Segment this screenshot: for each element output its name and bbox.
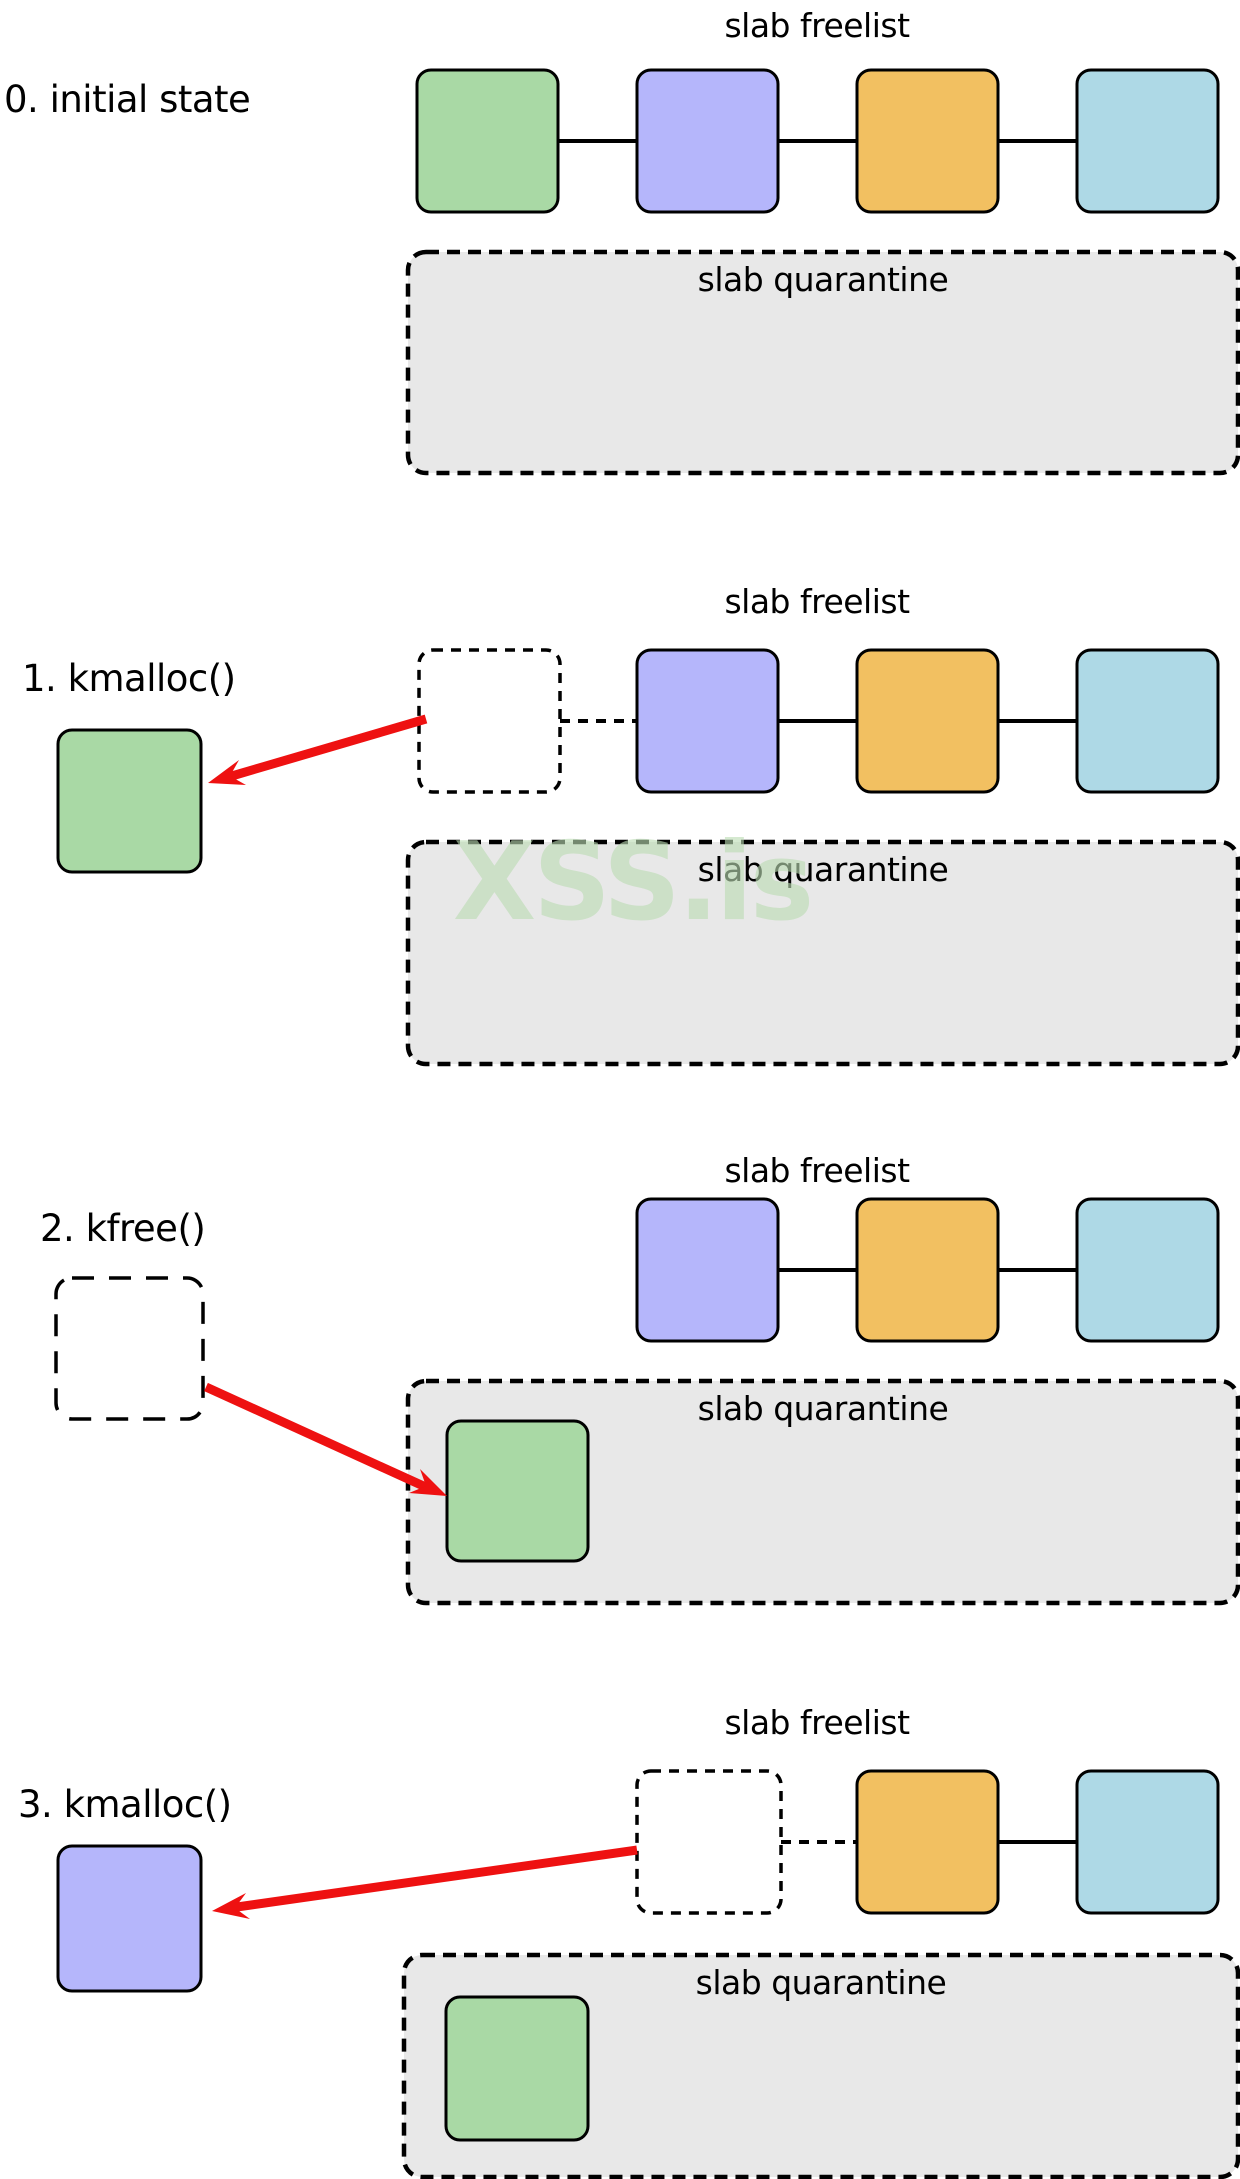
freelist-title: slab freelist	[724, 1151, 910, 1190]
red-arrow	[229, 1845, 638, 1913]
section-3-label: 3. kmalloc()	[18, 1783, 232, 1826]
freelist-box-orange	[855, 68, 1000, 214]
section-3-kmalloc: slab freelist 3. kmalloc() slab quaranti…	[18, 1703, 1240, 2179]
freelist-box-blue	[1075, 1769, 1220, 1915]
freelist-box-green	[415, 68, 560, 214]
section-0-label: 0. initial state	[4, 78, 250, 121]
red-arrow	[204, 1382, 432, 1494]
freelist-title: slab freelist	[724, 1703, 910, 1742]
freelist-box-purple	[635, 68, 780, 214]
quarantine-title: slab quarantine	[698, 1389, 949, 1428]
freelist-title: slab freelist	[724, 6, 910, 45]
freelist-box-orange	[855, 1769, 1000, 1915]
freelist-title: slab freelist	[724, 582, 910, 621]
section-2-kfree: slab freelist 2. kfree() slab quarantine	[40, 1151, 1240, 1606]
section-1-kmalloc: slab freelist 1. kmalloc() slab quaranti…	[22, 582, 1240, 1067]
quarantine-box	[401, 1952, 1240, 2179]
watermark: XSS.is	[453, 820, 811, 945]
freelist-box-purple	[635, 1197, 780, 1343]
quarantine-title: slab quarantine	[698, 260, 949, 299]
red-arrow	[223, 714, 428, 783]
red-arrow-head	[409, 1469, 447, 1496]
freelist-box-orange	[855, 648, 1000, 794]
quarantined-green-box	[444, 1995, 590, 2142]
quarantined-green-box	[445, 1419, 590, 1563]
quarantine-box	[405, 1378, 1240, 1606]
freelist-empty-slot	[417, 648, 562, 794]
freelist-box-blue	[1075, 68, 1220, 214]
freed-empty-box	[54, 1276, 205, 1421]
section-1-label: 1. kmalloc()	[22, 657, 236, 700]
freelist-box-orange	[855, 1197, 1000, 1343]
freelist-box-blue	[1075, 648, 1220, 794]
freelist-box-blue	[1075, 1197, 1220, 1343]
red-arrow-head	[212, 1893, 250, 1919]
quarantine-box	[405, 249, 1240, 476]
freelist-empty-slot	[635, 1769, 783, 1915]
allocated-purple-box	[56, 1844, 203, 1993]
quarantine-box	[405, 839, 1240, 1067]
red-arrow-head	[208, 760, 246, 785]
quarantine-title: slab quarantine	[696, 1963, 947, 2002]
section-0-initial-state: slab freelist 0. initial state slab quar…	[4, 6, 1240, 476]
section-2-label: 2. kfree()	[40, 1207, 205, 1250]
allocated-green-box	[56, 728, 203, 874]
freelist-box-purple	[635, 648, 780, 794]
quarantine-title: slab quarantine	[698, 850, 949, 889]
